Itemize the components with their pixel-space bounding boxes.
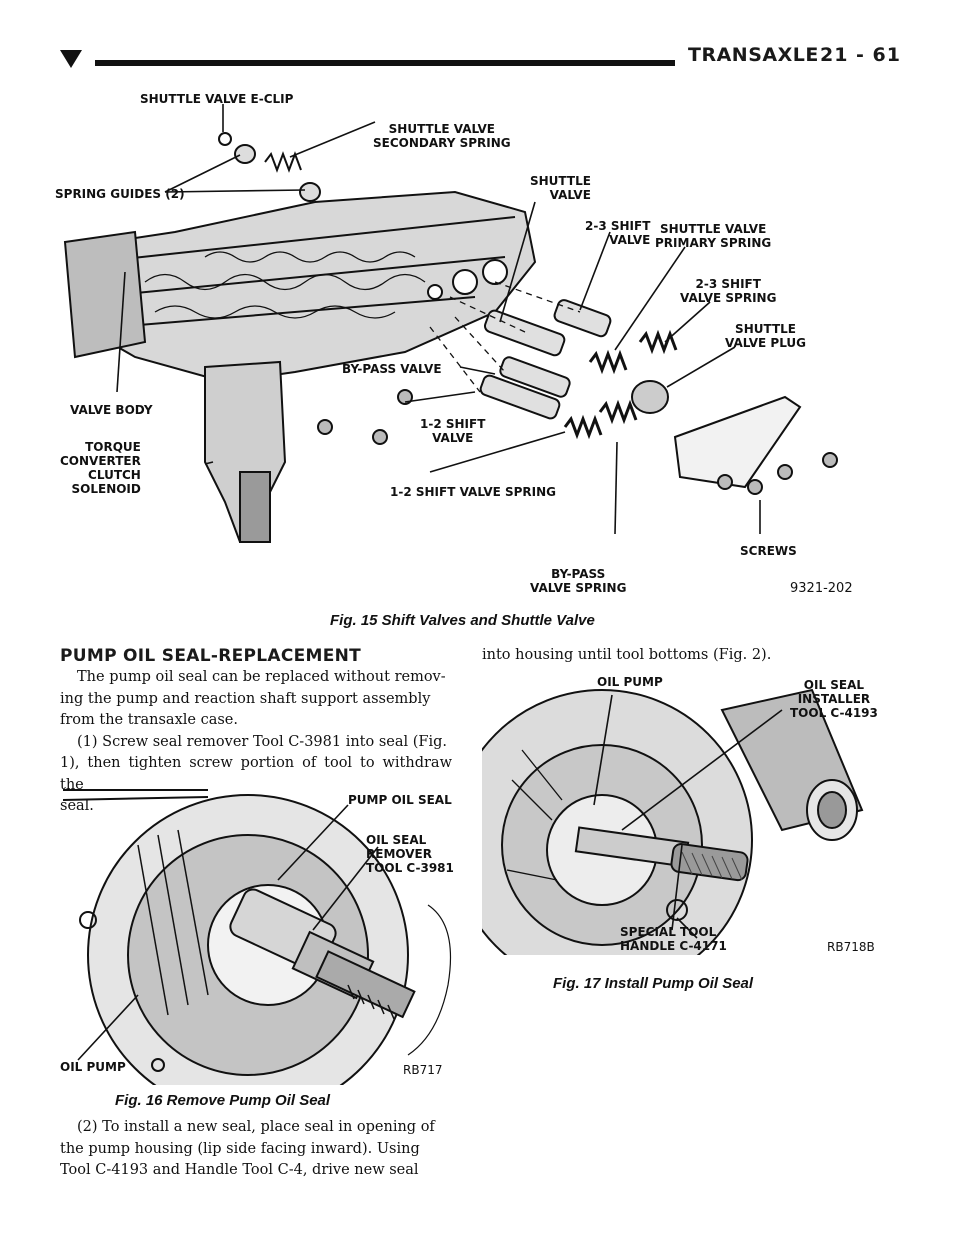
label-2-3-shift-valve: 2-3 SHIFT VALVE — [585, 219, 651, 247]
text-line: ing the pump and reaction shaft support … — [60, 690, 431, 707]
text-line: The pump oil seal can be replaced withou… — [77, 669, 446, 685]
figure-15: SHUTTLE VALVE E-CLIP SHUTTLE VALVE SECON… — [55, 82, 905, 612]
label-tcc-solenoid: TORQUE CONVERTER CLUTCH SOLENOID — [60, 440, 141, 496]
label-oil-pump: OIL PUMP — [597, 675, 663, 689]
label-oil-pump: OIL PUMP — [60, 1060, 126, 1074]
text-line: Tool C-4193 and Handle Tool C-4, drive n… — [60, 1162, 419, 1178]
intro-paragraph: The pump oil seal can be replaced withou… — [60, 667, 452, 818]
text-line: (1) Screw seal remover Tool C-3981 into … — [77, 733, 448, 750]
label-installer-tool: OIL SEAL INSTALLER TOOL C-4193 — [790, 678, 878, 720]
label-remover-tool: OIL SEAL REMOVER TOOL C-3981 — [366, 833, 454, 875]
text-line: 1), then tighten screw portion of tool t… — [60, 755, 452, 793]
header-rule — [95, 60, 675, 66]
figure-code: RB717 — [403, 1063, 443, 1077]
label-1-2-shift-spring: 1-2 SHIFT VALVE SPRING — [390, 485, 557, 499]
page-number: 21 - 61 — [820, 44, 901, 66]
label-screws: SCREWS — [740, 544, 797, 558]
figure-16: PUMP OIL SEAL OIL SEAL REMOVER TOOL C-39… — [58, 785, 458, 1085]
text-line: seal. — [60, 798, 94, 814]
install-seal-illustration — [482, 688, 864, 955]
step-2-paragraph: (2) To install a new seal, place seal in… — [60, 1117, 452, 1182]
figure-15-caption: Fig. 15 Shift Valves and Shuttle Valve — [330, 612, 595, 629]
text-line: from the transaxle case. — [60, 712, 238, 728]
text-line: (2) To install a new seal, place seal in… — [77, 1119, 435, 1135]
label-primary-spring: SHUTTLE VALVE PRIMARY SPRING — [655, 222, 772, 250]
label-1-2-shift-valve: 1-2 SHIFT VALVE — [420, 417, 486, 445]
figure-code: RB718B — [827, 940, 875, 954]
remove-seal-illustration — [62, 789, 451, 1085]
label-special-tool: SPECIAL TOOL HANDLE C-4171 — [620, 925, 727, 953]
header-triangle-icon — [60, 50, 82, 68]
label-by-pass-spring: BY-PASS VALVE SPRING — [530, 567, 627, 595]
label-secondary-spring: SHUTTLE VALVE SECONDARY SPRING — [373, 122, 511, 150]
label-spring-guides: SPRING GUIDES (2) — [55, 187, 185, 201]
label-shuttle-valve: SHUTTLE VALVE — [530, 174, 591, 202]
section-heading: PUMP OIL SEAL-REPLACEMENT — [60, 646, 362, 666]
figure-code: 9321-202 — [790, 581, 853, 596]
section-title: TRANSAXLE — [688, 44, 819, 66]
label-pump-oil-seal: PUMP OIL SEAL — [348, 793, 452, 807]
label-valve-body: VALVE BODY — [70, 403, 153, 417]
figure-17: OIL PUMP OIL SEAL INSTALLER TOOL C-4193 … — [482, 670, 902, 955]
shift-valves-illustration — [63, 104, 838, 543]
figure-17-caption: Fig. 17 Install Pump Oil Seal — [553, 975, 754, 992]
label-by-pass-valve: BY-PASS VALVE — [342, 362, 442, 376]
text-line: into housing until tool bottoms (Fig. 2)… — [482, 647, 772, 663]
figure-16-caption: Fig. 16 Remove Pump Oil Seal — [115, 1092, 331, 1109]
text-line: the pump housing (lip side facing inward… — [60, 1140, 420, 1157]
label-e-clip: SHUTTLE VALVE E-CLIP — [140, 92, 294, 106]
label-2-3-shift-spring: 2-3 SHIFT VALVE SPRING — [680, 277, 777, 305]
label-shuttle-valve-plug: SHUTTLE VALVE PLUG — [725, 322, 807, 350]
right-column-paragraph: into housing until tool bottoms (Fig. 2)… — [482, 645, 882, 667]
